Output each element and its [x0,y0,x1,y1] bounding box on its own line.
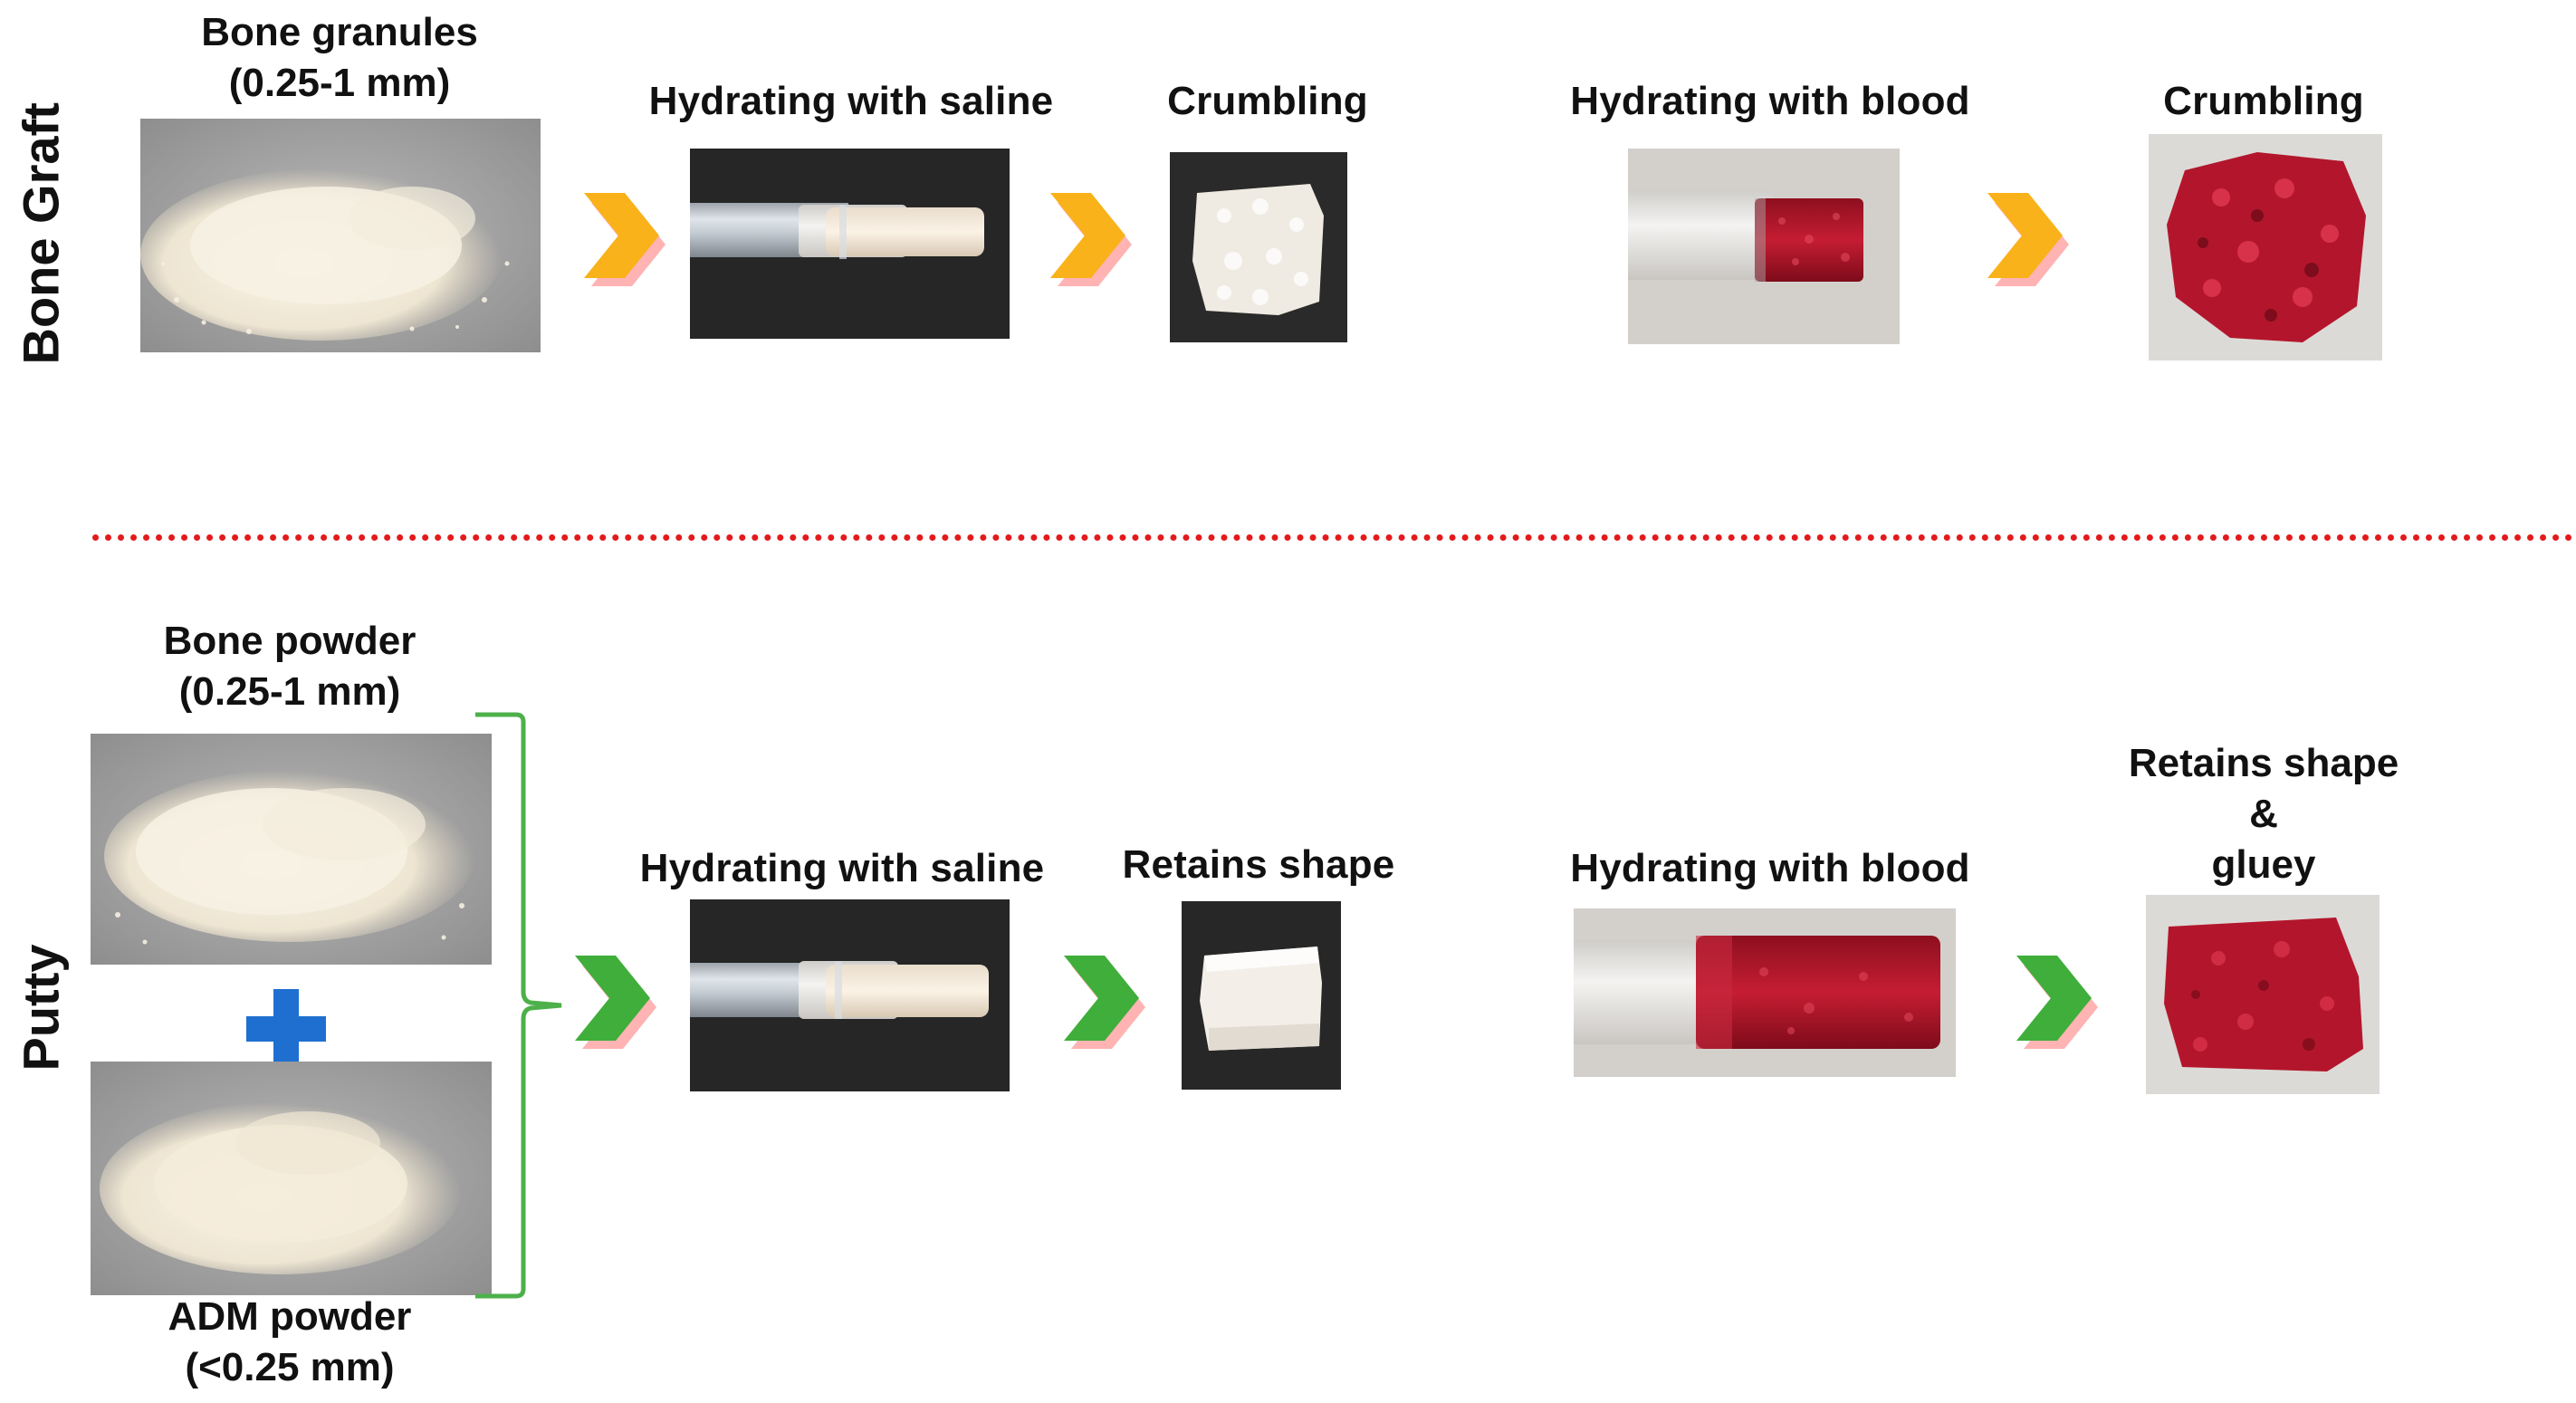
top-blood-tube-photo [1628,149,1900,344]
bone-powder-photo [91,734,492,965]
section-divider [92,534,2573,541]
chevron-right-icon [1059,951,1150,1051]
bottom-blood-result-photo [2146,895,2380,1094]
chevron-right-icon [579,188,670,288]
bottom-saline-result-label: Retains shape [1122,842,1395,887]
row-label-bone-graft: Bone Graft [12,102,70,365]
top-blood-label: Hydrating with blood [1570,79,1970,123]
plus-icon [243,985,330,1072]
adm-powder-photo [91,1062,492,1295]
top-saline-tube-photo [690,149,1010,339]
bone-granules-photo [140,119,541,352]
row-label-putty: Putty [12,944,70,1071]
bottom-blood-label: Hydrating with blood [1570,846,1970,890]
bone-granules-label: Bone granules (0.25-1 mm) [201,10,478,105]
grouping-bracket [471,711,570,1300]
bottom-saline-tube-photo [690,899,1010,1091]
top-saline-result-photo [1170,152,1347,342]
top-saline-label: Hydrating with saline [648,79,1054,123]
chevron-right-icon [1983,188,2073,288]
bottom-blood-tube-photo [1574,908,1956,1077]
bone-powder-label: Bone powder (0.25-1 mm) [163,619,417,714]
chevron-right-icon [570,951,661,1051]
chevron-right-icon [2012,951,2102,1051]
top-blood-result-label: Crumbling [2163,79,2364,123]
chevron-right-icon [1046,188,1136,288]
top-saline-result-label: Crumbling [1167,79,1368,123]
top-blood-result-photo [2149,134,2382,360]
adm-powder-label: ADM powder (<0.25 mm) [168,1294,412,1389]
bottom-saline-label: Hydrating with saline [639,846,1045,890]
bottom-saline-result-photo [1182,901,1341,1090]
bottom-blood-result-label: Retains shape & gluey [2128,741,2399,887]
